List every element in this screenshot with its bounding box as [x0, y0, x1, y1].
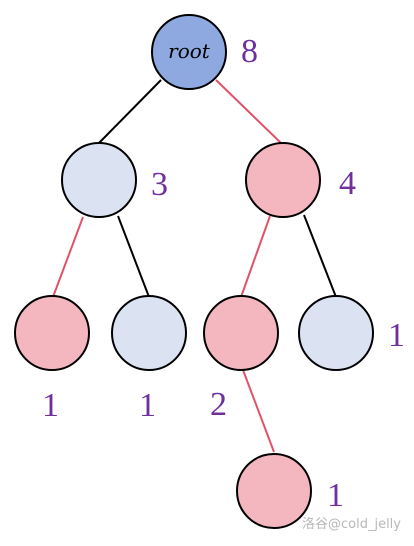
- edge-right-rightleft: [240, 215, 271, 298]
- edge-root-left: [97, 79, 162, 145]
- right-left-node: [203, 295, 279, 371]
- left-right-node: [111, 295, 187, 371]
- edge-root-right: [215, 79, 283, 145]
- root-node: [151, 14, 227, 90]
- root-node-text: root: [168, 39, 211, 63]
- left-node: [61, 142, 137, 218]
- right-right-count-label: 1: [388, 317, 405, 354]
- root-count-label: 8: [241, 33, 258, 70]
- left-left-count-label: 1: [42, 387, 59, 424]
- left-right-count-label: 1: [139, 387, 156, 424]
- right-left-count-label: 2: [210, 386, 227, 423]
- edge-rightleft-child: [242, 369, 275, 453]
- right-left-left-count-label: 1: [327, 477, 344, 514]
- edge-left-leftright: [117, 215, 150, 298]
- edge-right-rightright: [303, 214, 337, 298]
- right-node: [245, 142, 321, 218]
- right-right-node: [298, 295, 374, 371]
- left-left-node: [14, 295, 90, 371]
- right-count-label: 4: [339, 165, 356, 202]
- edge-left-leftleft: [52, 216, 84, 298]
- watermark: 洛谷@cold_jelly: [302, 517, 401, 532]
- left-count-label: 3: [151, 166, 168, 203]
- right-left-left-node: [236, 453, 312, 529]
